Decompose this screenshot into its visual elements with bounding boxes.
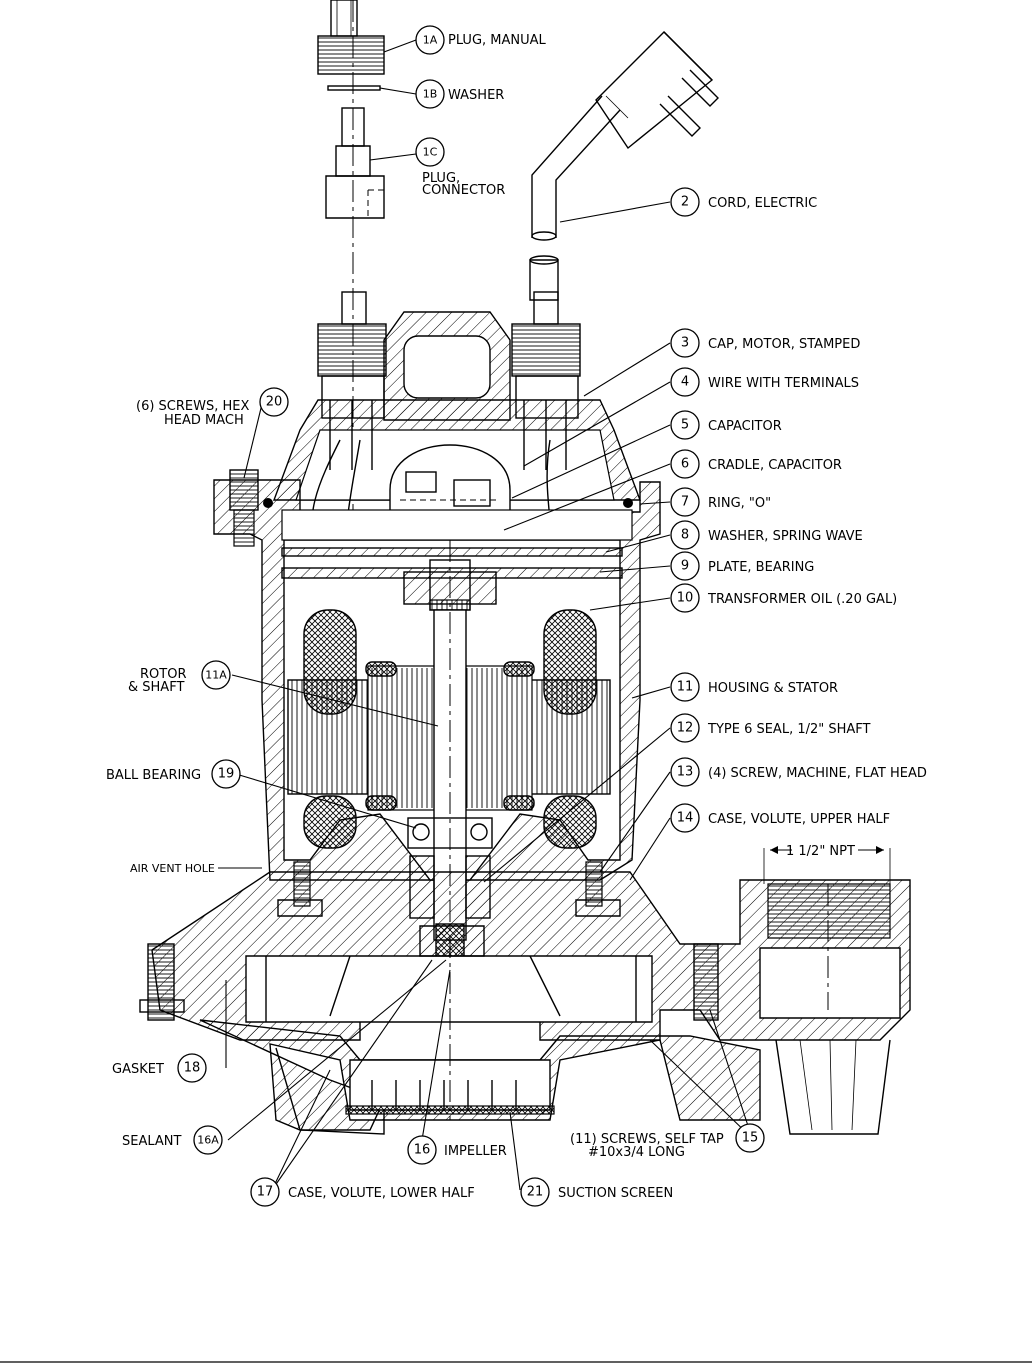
callout-21: 21 SUCTION SCREEN [520, 1177, 673, 1207]
electric-cord [529, 31, 719, 301]
callout-number: 16 [414, 1143, 431, 1158]
callout-4: 4 WIRE WITH TERMINALS [670, 367, 859, 397]
callout-label: CASE, VOLUTE, LOWER HALF [288, 1186, 475, 1201]
callout-label: WASHER, SPRING WAVE [708, 529, 863, 544]
tap-screws [139, 943, 719, 1021]
terminal-boxes [311, 291, 581, 581]
callout-1b: 1B WASHER [415, 79, 504, 109]
callout-13: 13 (4) SCREW, MACHINE, FLAT HEAD [670, 757, 927, 787]
pump-drawing [139, 0, 911, 1135]
callout-label: ROTOR [140, 667, 186, 682]
callout-label: BALL BEARING [106, 768, 201, 783]
callout-label: CONNECTOR [422, 183, 505, 198]
callout-label: PLATE, BEARING [708, 560, 814, 575]
callout-number: 17 [257, 1185, 274, 1200]
callout-label: (6) SCREWS, HEX [136, 399, 249, 414]
manual-plug [317, 0, 385, 75]
callout-label: SUCTION SCREEN [558, 1186, 673, 1201]
callout-number: 19 [218, 767, 235, 782]
callout-number: 13 [677, 765, 694, 780]
callout-number: 15 [742, 1131, 759, 1146]
callout-number: 12 [677, 721, 694, 736]
callout-number: 18 [184, 1061, 201, 1076]
callout-number: 6 [681, 457, 689, 472]
callout-label: CORD, ELECTRIC [708, 196, 817, 211]
callout-number: 9 [681, 559, 689, 574]
callout-16a: 16A SEALANT [122, 1125, 223, 1155]
air-vent-note: AIR VENT HOLE [130, 862, 215, 875]
callout-label: IMPELLER [444, 1144, 507, 1159]
callout-label: RING, "O" [708, 496, 771, 511]
callout-number: 21 [527, 1185, 544, 1200]
callout-number: 7 [681, 495, 689, 510]
upper-volute [151, 861, 911, 1041]
callout-number: 4 [681, 375, 689, 390]
callout-label: (4) SCREW, MACHINE, FLAT HEAD [708, 766, 927, 781]
callout-number: 8 [681, 528, 689, 543]
callout-17: 17 CASE, VOLUTE, LOWER HALF [250, 1177, 475, 1207]
callout-number: 2 [681, 195, 689, 210]
npt-note: 1 1/2" NPT [786, 844, 855, 859]
callout-9: 9 PLATE, BEARING [670, 551, 814, 581]
callout-label: HEAD MACH [164, 413, 244, 428]
callout-18: 18 GASKET [112, 1053, 207, 1083]
callout-10: 10 TRANSFORMER OIL (.20 GAL) [670, 583, 897, 613]
callout-label: #10x3/4 LONG [588, 1145, 685, 1160]
callout-number: 5 [681, 418, 689, 433]
callout-number: 10 [677, 591, 694, 606]
callout-20: 20 (6) SCREWS, HEX HEAD MACH [136, 387, 289, 428]
callout-label: TRANSFORMER OIL (.20 GAL) [707, 592, 897, 607]
callout-label: CAP, MOTOR, STAMPED [708, 337, 860, 352]
callout-16: 16 IMPELLER [407, 1135, 507, 1165]
callout-11: 11 HOUSING & STATOR [670, 672, 838, 702]
callout-11a: 11A ROTOR & SHAFT [128, 660, 231, 695]
callout-3: 3 CAP, MOTOR, STAMPED [670, 328, 860, 358]
connector-plug [325, 107, 385, 219]
capacitor [389, 444, 511, 521]
callout-number: 1A [423, 34, 438, 47]
callout-6: 6 CRADLE, CAPACITOR [670, 449, 842, 479]
callout-2: 2 CORD, ELECTRIC [670, 187, 817, 217]
callout-label: CASE, VOLUTE, UPPER HALF [708, 812, 890, 827]
callout-number: 14 [677, 811, 694, 826]
callout-8: 8 WASHER, SPRING WAVE [670, 520, 863, 550]
callout-number: 16A [197, 1134, 219, 1147]
callout-label: (11) SCREWS, SELF TAP [570, 1132, 724, 1147]
callout-number: 3 [681, 336, 689, 351]
hex-screw [229, 469, 259, 547]
callout-number: 1C [423, 146, 438, 159]
callout-5: 5 CAPACITOR [670, 410, 782, 440]
callout-1a: 1A PLUG, MANUAL [415, 25, 547, 55]
leader-lines [218, 39, 753, 1191]
washer-part [327, 85, 381, 91]
callout-label: PLUG, [422, 171, 460, 186]
callout-7: 7 RING, "O" [670, 487, 771, 517]
callout-number: 11 [677, 680, 694, 695]
callout-label: SEALANT [122, 1134, 182, 1149]
callout-19: 19 BALL BEARING [106, 759, 241, 789]
callout-number: 11A [205, 669, 227, 682]
callout-1c: 1C PLUG, CONNECTOR [415, 137, 505, 198]
callout-number: 1B [423, 88, 438, 101]
callout-label: CRADLE, CAPACITOR [708, 458, 842, 473]
callout-label: PLUG, MANUAL [448, 33, 547, 48]
callout-label: HOUSING & STATOR [708, 681, 838, 696]
callout-14: 14 CASE, VOLUTE, UPPER HALF [670, 803, 890, 833]
callout-label: GASKET [112, 1062, 164, 1077]
callout-label: TYPE 6 SEAL, 1/2" SHAFT [707, 722, 871, 737]
callout-label: CAPACITOR [708, 419, 782, 434]
callout-12: 12 TYPE 6 SEAL, 1/2" SHAFT [670, 713, 871, 743]
callout-15: 15 (11) SCREWS, SELF TAP #10x3/4 LONG [570, 1123, 765, 1160]
callout-label: & SHAFT [128, 680, 184, 695]
callout-label: WIRE WITH TERMINALS [708, 376, 859, 391]
callout-number: 20 [266, 395, 283, 410]
callout-label: WASHER [448, 88, 504, 103]
